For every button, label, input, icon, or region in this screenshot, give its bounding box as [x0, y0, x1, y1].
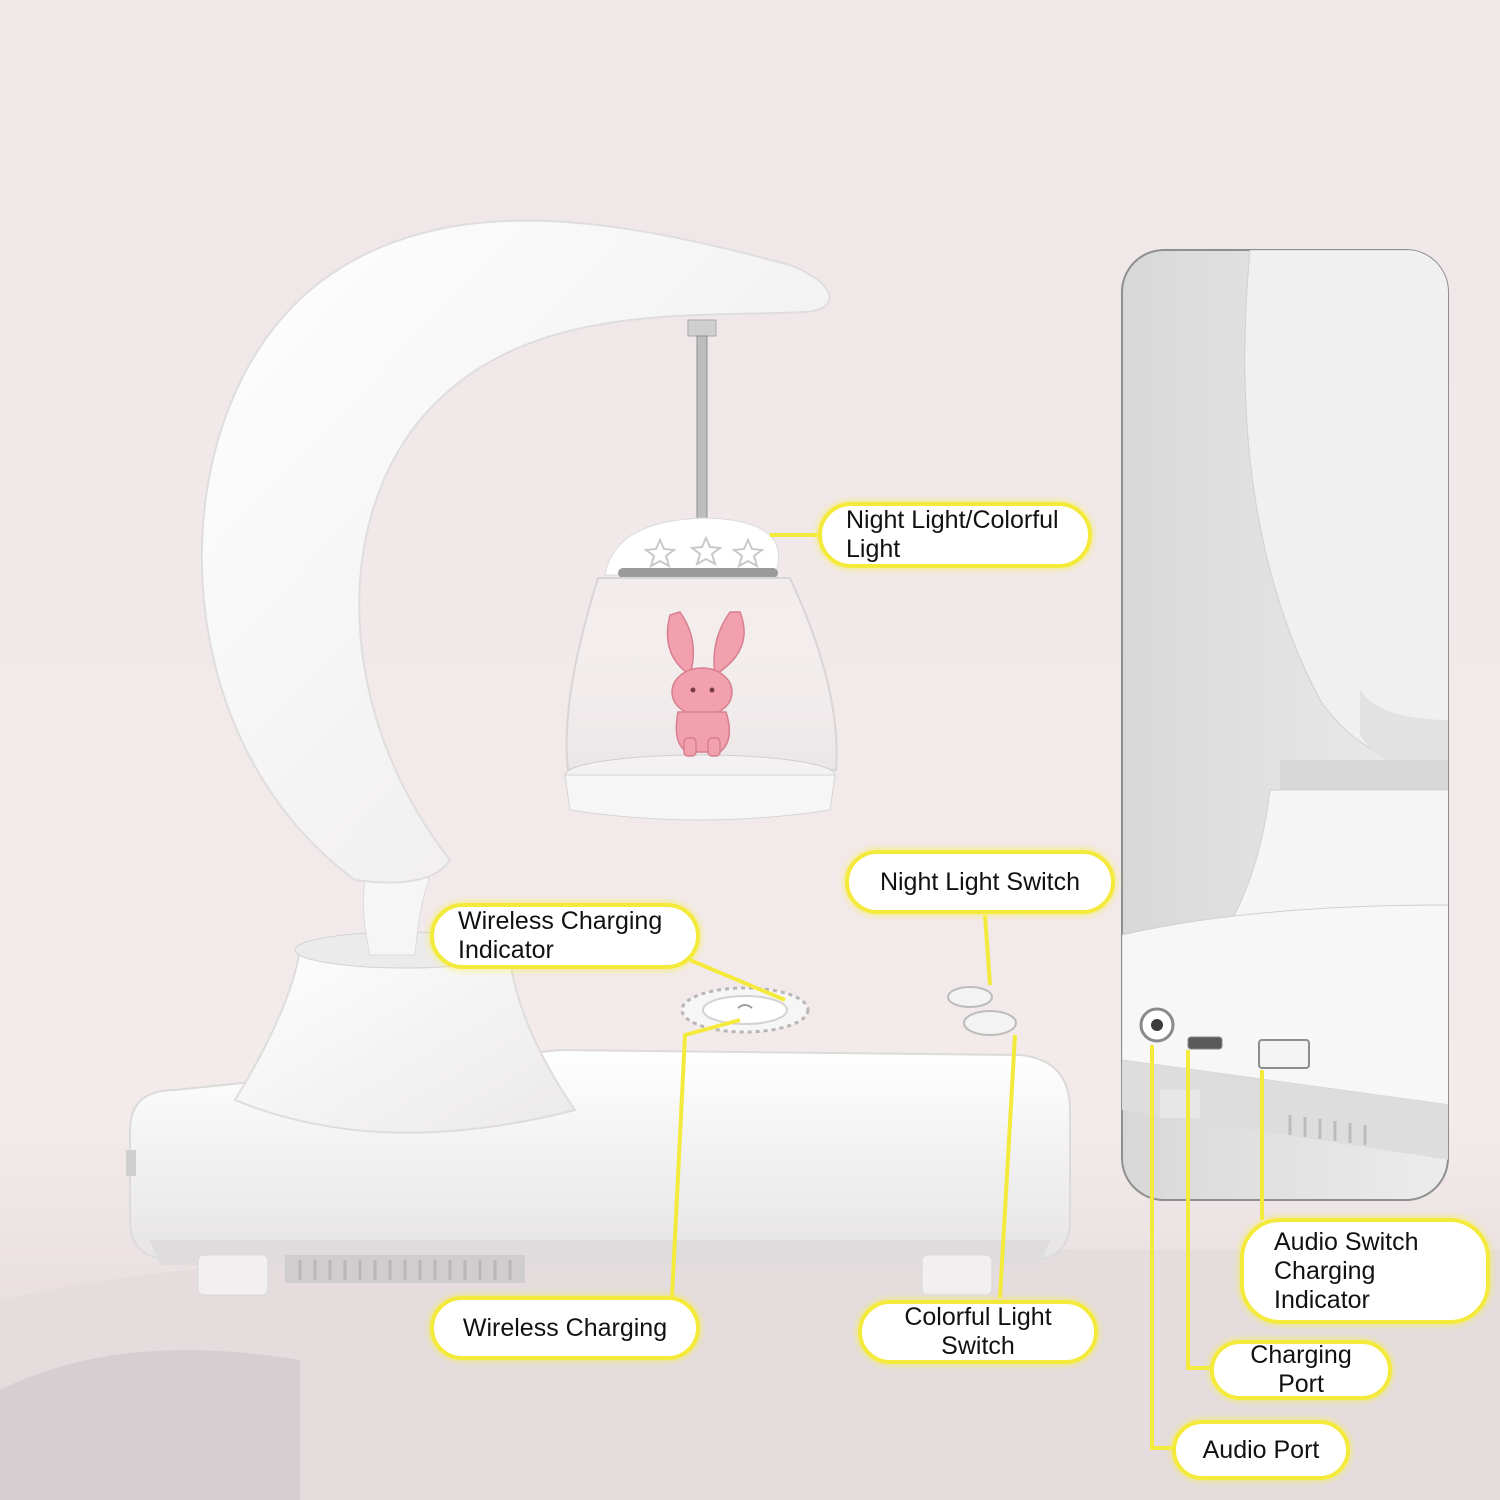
lamp-neck: [362, 877, 431, 956]
callout-charging-port-label: Charging Port: [1250, 1341, 1352, 1398]
usb-port-icon: [1187, 1036, 1223, 1050]
table-shadow: [0, 1350, 300, 1500]
colorful-light-switch-button: [963, 1010, 1017, 1036]
callout-charging-port: Charging Port: [1210, 1340, 1392, 1400]
rod-mount: [687, 319, 717, 337]
leader-lines: [670, 533, 1264, 1450]
moon-lamp: [126, 219, 1071, 1296]
callout-wireless-charging: Wireless Charging: [430, 1296, 700, 1360]
callout-night-light-colorful: Night Light/Colorful Light: [818, 502, 1092, 568]
hanging-rod: [696, 335, 708, 532]
callout-audio-switch-charging-indicator-line2: Charging Indicator: [1274, 1256, 1376, 1314]
light-ring: [618, 568, 778, 578]
callout-night-light-switch: Night Light Switch: [845, 850, 1115, 914]
callout-night-light-switch-label: Night Light Switch: [879, 867, 1081, 896]
callout-wireless-charging-label: Wireless Charging: [462, 1313, 668, 1342]
star-pattern: [643, 535, 765, 569]
night-light-switch-button: [947, 986, 993, 1008]
inset-panel: [1121, 249, 1449, 1201]
callout-wireless-charging-indicator: Wireless Charging Indicator: [430, 903, 700, 969]
callout-wireless-charging-indicator-line2: Indicator: [458, 936, 554, 964]
callout-colorful-light-switch: Colorful Light Switch: [858, 1300, 1098, 1364]
tabletop: [0, 1245, 1500, 1500]
dome-cap: [604, 517, 780, 576]
dome-base: [564, 774, 836, 821]
side-port: [126, 1150, 136, 1176]
callout-audio-port-label: Audio Port: [1202, 1435, 1320, 1464]
inset-base: [1122, 904, 1448, 1106]
crescent-arm: [200, 219, 831, 884]
callout-night-light-colorful-line2: Light: [846, 535, 901, 563]
callout-colorful-light-switch-label: Colorful Light Switch: [904, 1303, 1052, 1360]
foot-right: [921, 1254, 993, 1296]
callout-night-light-colorful-line1: Night Light/Colorful: [846, 506, 1059, 534]
bunny-figure: [666, 611, 745, 757]
foot-left: [197, 1254, 269, 1296]
callout-audio-port: Audio Port: [1172, 1420, 1350, 1480]
callout-audio-switch-charging-indicator-line1: Audio Switch: [1274, 1227, 1419, 1256]
callout-audio-switch-charging-indicator: Audio Switch Charging Indicator: [1240, 1218, 1490, 1324]
wireless-charging-pad: [680, 986, 810, 1034]
switch-button-icon: [1258, 1039, 1310, 1069]
callout-wireless-charging-indicator-line1: Wireless Charging: [458, 907, 663, 935]
